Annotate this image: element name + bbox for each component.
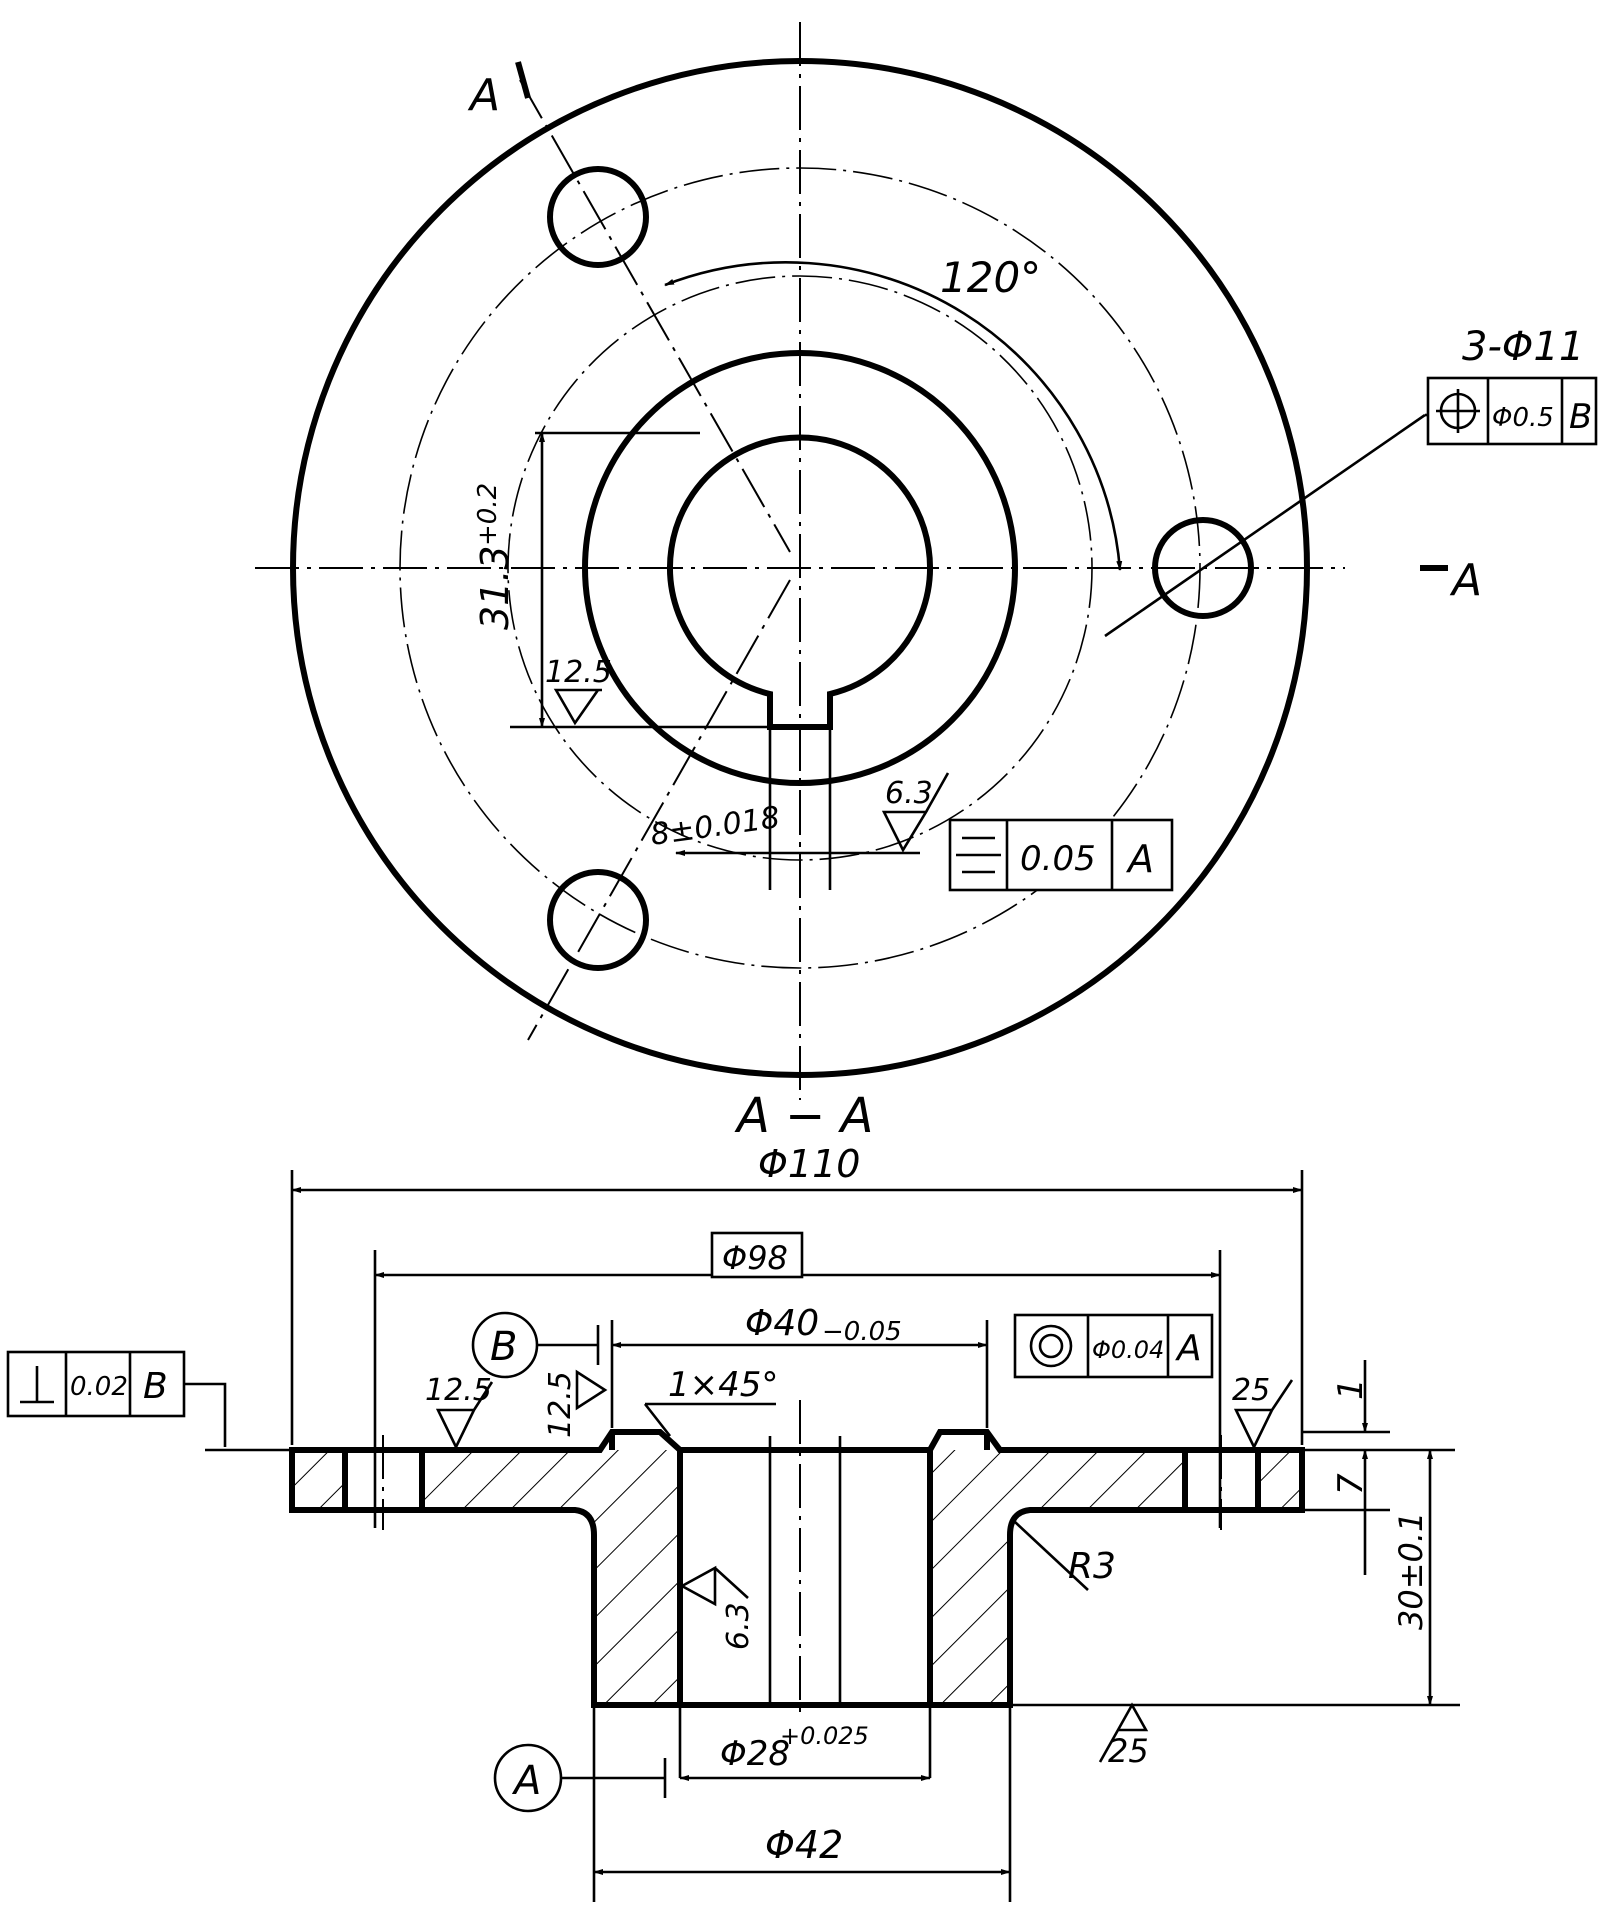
angle-dimension-arc [664, 261, 1123, 571]
roughness-spigot-symbol-icon [575, 1369, 608, 1411]
section-hatch-right [930, 1450, 1302, 1705]
dia-hub-label: Φ42 [765, 1823, 843, 1867]
section-hatch-left [292, 1450, 680, 1705]
datum-a-label: A [511, 1758, 541, 1804]
symmetry-datum: A [1125, 837, 1154, 881]
perpendicularity-symbol-icon [20, 1366, 54, 1404]
bolt-pitch-circle [399, 167, 1201, 969]
chamfer-label: 1×45° [668, 1365, 778, 1405]
hole-position-value: Φ0.5 [1492, 403, 1554, 433]
dia-spigot-label: Φ40 [745, 1303, 819, 1344]
section-cutting-line [519, 79, 791, 553]
hole-leader-line [1104, 413, 1426, 638]
perpendicularity-leader [184, 1382, 227, 1447]
dia-pitch-label: Φ98 [722, 1239, 788, 1277]
flange-thickness-label: 7 [1331, 1473, 1371, 1495]
hole-position-datum: B [1569, 397, 1592, 437]
chamfer-leader-diagonal [643, 1403, 672, 1437]
key-width-label: 8±0.018 [648, 800, 782, 853]
section-arrow-upper [515, 61, 531, 99]
keyway-roughness-symbol-icon [553, 688, 602, 726]
keyway-height-label: 31.3 [473, 545, 517, 630]
concentricity-symbol-icon [1029, 1324, 1073, 1368]
dia-outer-label: Φ110 [758, 1142, 860, 1186]
perpendicularity-value: 0.02 [70, 1372, 128, 1402]
roughness-spigot-label: 12.5 [543, 1371, 578, 1438]
section-mark-upper: A [467, 70, 500, 121]
radius-label: R3 [1068, 1546, 1116, 1587]
concentricity-tolerance-frame: Φ0.04 A [1013, 1313, 1214, 1379]
position-symbol-icon [1436, 389, 1480, 433]
section-mark-right: A [1449, 555, 1482, 606]
roughness-right-label: 25 [1232, 1373, 1270, 1408]
concentricity-datum: A [1175, 1328, 1202, 1369]
bolt-hole-upper [547, 166, 649, 268]
concentricity-value: Φ0.04 [1092, 1336, 1164, 1364]
top-view: A A 120° 3-Φ11 Φ0.5 B 31.3 +0.2 [255, 22, 1598, 1100]
bolt-hole-lower [547, 869, 649, 971]
symmetry-tolerance-frame: 0.05 A [948, 818, 1174, 892]
roughness-left-symbol-icon [435, 1381, 494, 1450]
roughness-bottom-label: 25 [1108, 1732, 1149, 1770]
perpendicularity-datum: B [143, 1366, 168, 1407]
roughness-bottom-symbol-icon [1098, 1702, 1149, 1763]
roughness-bore-symbol-icon [679, 1565, 749, 1607]
datum-b-label: B [490, 1324, 517, 1370]
hole-centerline-lower [527, 579, 791, 1041]
roughness-bore-label: 6.3 [721, 1602, 756, 1650]
angle-label: 120° [940, 253, 1041, 302]
step-label: 1 [1331, 1378, 1371, 1400]
dia-bore-tolerance: +0.025 [780, 1722, 869, 1750]
radius-leader [1014, 1521, 1089, 1591]
total-height-label: 30±0.1 [1392, 1512, 1430, 1630]
symmetry-value: 0.05 [1020, 839, 1096, 879]
roughness-left-label: 12.5 [425, 1373, 492, 1408]
bolt-hole-right [1152, 517, 1254, 619]
holes-note: 3-Φ11 [1462, 324, 1584, 370]
perpendicularity-tolerance-frame: 0.02 B [6, 1350, 227, 1447]
section-outline [289, 1429, 1305, 1708]
roughness-right-symbol-icon [1233, 1379, 1294, 1450]
section-title: A − A [734, 1088, 873, 1144]
keyway-roughness-label: 12.5 [545, 655, 612, 690]
dia-bore-label: Φ28 [720, 1734, 790, 1774]
key-roughness-symbol-icon [881, 772, 950, 853]
section-view: A − A Φ110 Φ98 Φ40 [6, 1088, 1460, 1902]
hole-position-tolerance-frame: Φ0.5 B [1426, 376, 1598, 446]
dia-pitch-box [710, 1231, 804, 1279]
symmetry-symbol-icon [956, 836, 1001, 874]
keyway-height-tolerance: +0.2 [473, 483, 503, 546]
flange-outer-circle [290, 58, 1310, 1078]
key-roughness-label: 6.3 [885, 776, 933, 811]
dia-spigot-tolerance: −0.05 [822, 1317, 902, 1347]
